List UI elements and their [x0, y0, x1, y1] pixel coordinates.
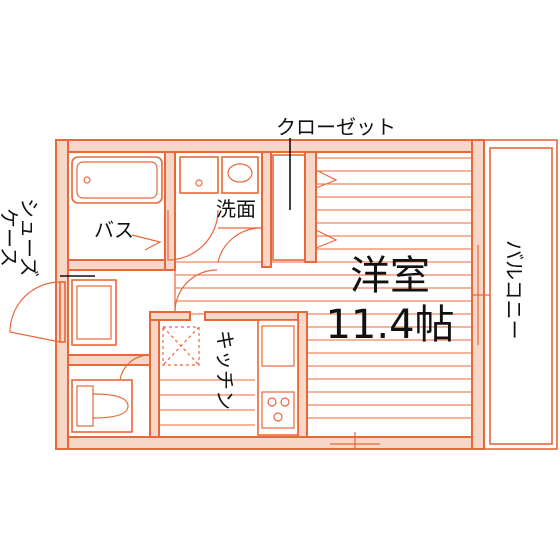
- closet: [272, 138, 338, 261]
- bathtub: [71, 156, 163, 204]
- wash-basin: [179, 156, 259, 194]
- fridge-space: [162, 326, 200, 366]
- entrance-door: [9, 275, 117, 346]
- interior-walls: [67, 151, 317, 438]
- kitchen-floor: [159, 379, 255, 426]
- washroom-label: 洗面: [216, 197, 256, 221]
- balcony: [472, 139, 558, 450]
- closet-label: クローゼット: [276, 115, 396, 139]
- bath-label: バス: [94, 218, 134, 242]
- doors: [119, 209, 263, 381]
- toilet: [71, 379, 133, 433]
- shoe-case-label-2: ケース: [0, 208, 21, 267]
- kitchen-counter: [257, 319, 299, 436]
- western-room-label: 洋室: [350, 253, 430, 299]
- floor-stripes: [175, 157, 472, 419]
- bottom-window: [330, 432, 380, 449]
- kitchen-label: キッチン: [213, 330, 237, 410]
- shoe-case-label-1: シューズ: [17, 198, 41, 277]
- room-area-label: 11.4帖: [325, 302, 454, 348]
- balcony-label: バルコニー: [502, 240, 526, 340]
